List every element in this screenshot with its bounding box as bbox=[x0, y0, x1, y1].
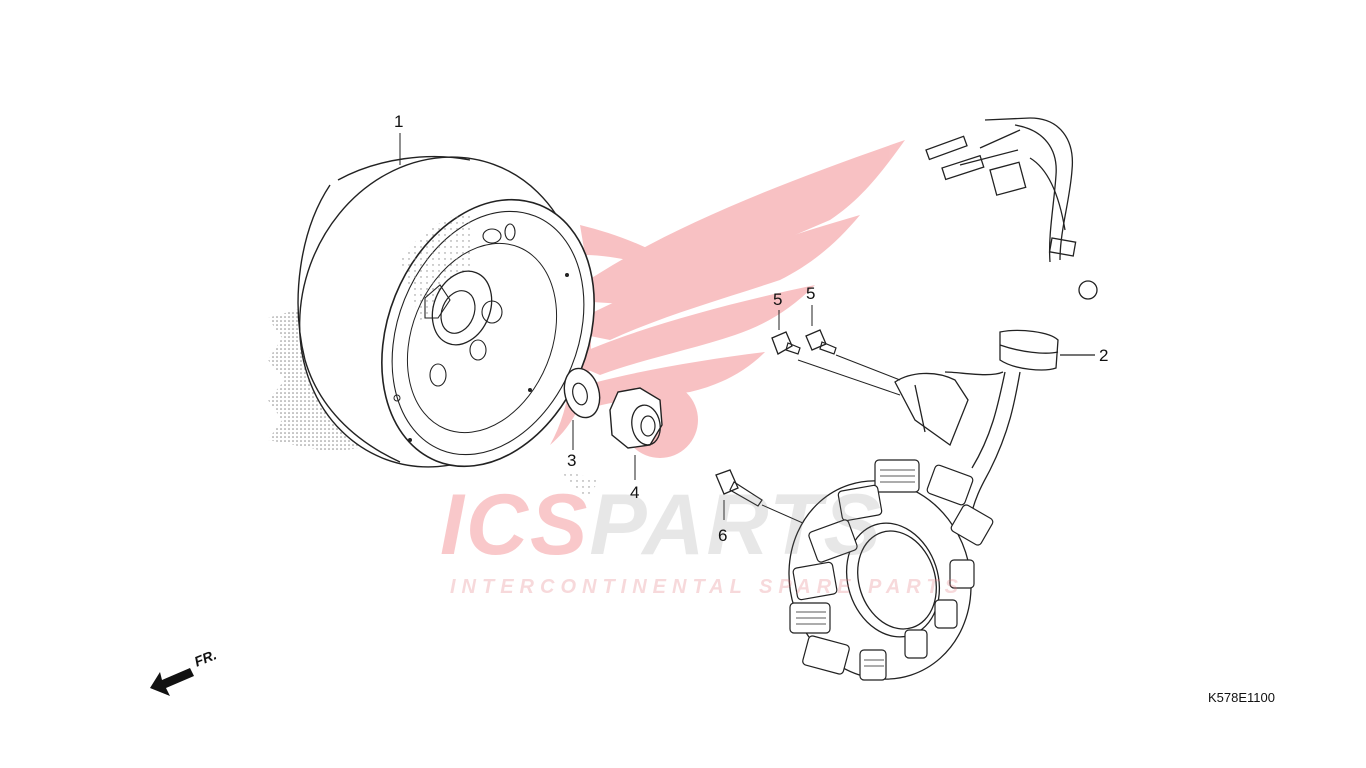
flywheel-rotor bbox=[268, 133, 600, 500]
stator-assembly bbox=[788, 117, 1098, 681]
callout-1: 1 bbox=[394, 112, 404, 131]
callout-5b: 5 bbox=[806, 284, 816, 303]
washer bbox=[563, 367, 601, 450]
callout-6: 6 bbox=[718, 526, 728, 545]
watermark-tagline: INTERCONTINENTAL SPARE PARTS bbox=[450, 576, 964, 598]
callout-4: 4 bbox=[630, 483, 640, 502]
flange-nut bbox=[609, 387, 663, 480]
callout-2: 2 bbox=[1099, 346, 1109, 365]
callout-3: 3 bbox=[567, 451, 577, 470]
bolt-5b bbox=[797, 305, 901, 396]
watermark-brand-ics: ICS bbox=[440, 477, 590, 573]
watermark-brand: ICSPARTS bbox=[440, 476, 883, 575]
watermark-brand-parts: PARTS bbox=[589, 477, 883, 573]
callout-5a: 5 bbox=[773, 290, 783, 309]
diagram-code: K578E1100 bbox=[1208, 690, 1275, 705]
bolt-5a bbox=[771, 310, 801, 355]
front-direction-arrow bbox=[150, 668, 194, 696]
